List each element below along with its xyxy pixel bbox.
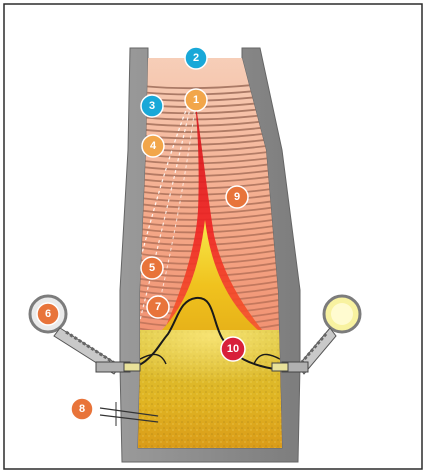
marker-10: 10 — [221, 337, 245, 361]
marker-7-label: 7 — [155, 301, 161, 313]
marker-10-label: 10 — [227, 343, 239, 355]
marker-8-label: 8 — [79, 403, 85, 415]
marker-4: 4 — [142, 135, 164, 157]
marker-5-label: 5 — [149, 262, 155, 274]
marker-6-label: 6 — [45, 308, 51, 320]
marker-3-label: 3 — [149, 100, 155, 112]
marker-1-label: 1 — [193, 94, 199, 106]
marker-7: 7 — [147, 296, 169, 318]
marker-9: 9 — [226, 186, 248, 208]
marker-5: 5 — [141, 257, 163, 279]
marker-2: 2 — [185, 47, 207, 69]
marker-8: 8 — [71, 398, 93, 420]
marker-3: 3 — [141, 95, 163, 117]
marker-4-label: 4 — [150, 140, 157, 152]
marker-2-label: 2 — [193, 52, 199, 64]
marker-9-label: 9 — [234, 191, 240, 203]
marker-6: 6 — [37, 303, 59, 325]
marker-1: 1 — [185, 89, 207, 111]
